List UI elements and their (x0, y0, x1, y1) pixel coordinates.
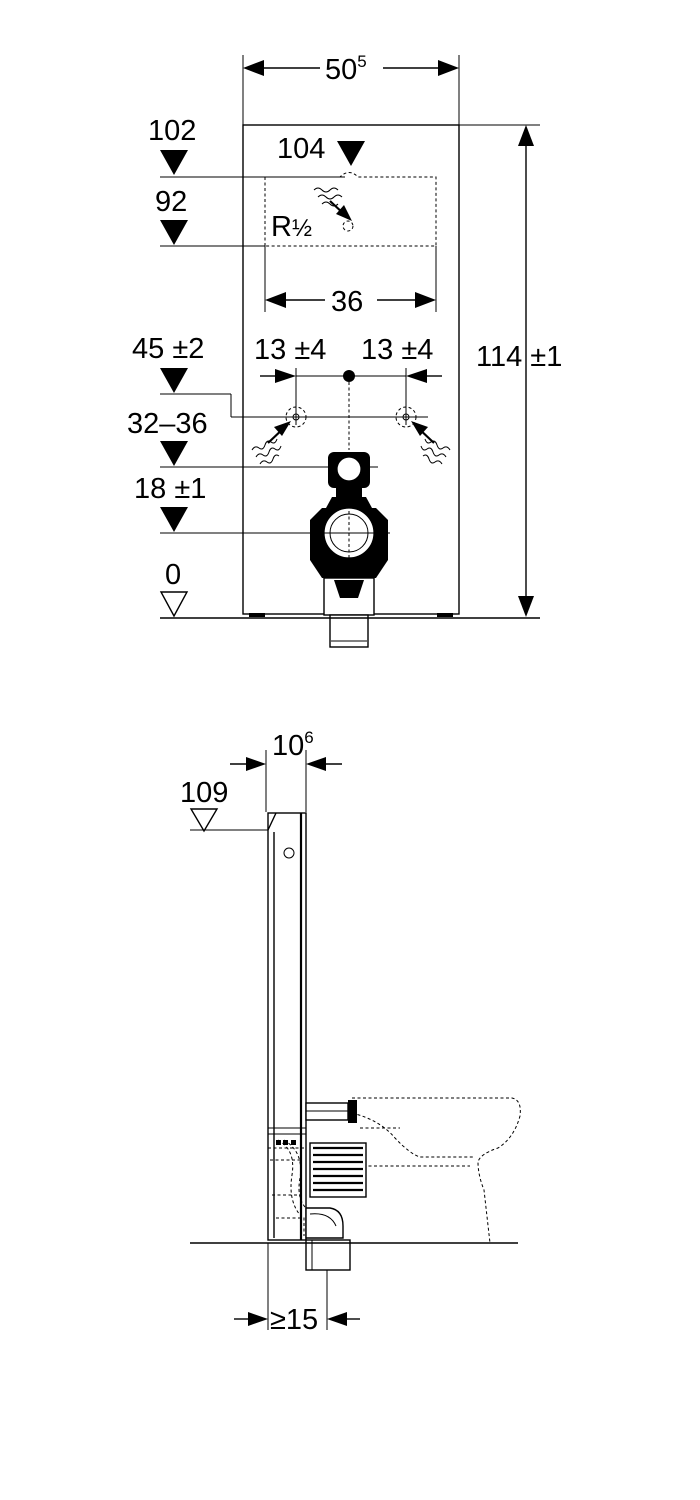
water-wave-icon (424, 438, 451, 451)
water-inlet-area (160, 172, 437, 312)
side-view: 106 109 (180, 728, 521, 1336)
clearance-label: ≥15 (270, 1304, 318, 1336)
level-triangle-icon (160, 150, 188, 175)
level-triangle-icon (159, 591, 189, 618)
valve-icon (395, 406, 417, 428)
height-label: 114 ±1 (476, 341, 562, 373)
level-0-marker: 0 (159, 559, 540, 619)
depth-dimension: 106 (230, 728, 342, 812)
level-triangle-icon (160, 220, 188, 245)
drain-assembly (310, 452, 388, 648)
offset-dimension: 13 ±4 13 ±4 (254, 334, 442, 450)
valve-icon (342, 220, 354, 232)
clearance-dimension: ≥15 (234, 1243, 360, 1336)
arrow-icon (411, 421, 428, 436)
level-triangle-icon (160, 507, 188, 532)
right-inlet-valve (395, 406, 451, 465)
flush-pipe (305, 1100, 357, 1123)
arrow-icon (336, 205, 352, 221)
level-triangle-icon (160, 441, 188, 466)
offset-left-label: 13 ±4 (254, 334, 326, 366)
left-inlet-valve (251, 406, 307, 465)
svg-text:109: 109 (180, 777, 228, 809)
internal-piping (270, 1139, 309, 1236)
svg-text:18 ±1: 18 ±1 (134, 473, 206, 505)
water-wave-icon (313, 187, 339, 193)
side-panel (267, 812, 307, 1241)
panel-foot-right (437, 613, 453, 617)
inner-width-dimension: 36 (265, 286, 436, 318)
inner-width-label: 36 (331, 286, 363, 318)
level-92-marker: 92 (155, 186, 188, 245)
valve-icon (285, 406, 307, 428)
width-label: 505 (325, 52, 367, 86)
drain-connector (309, 1142, 367, 1198)
level-triangle-icon (189, 808, 219, 833)
height-dimension: 114 ±1 (459, 124, 562, 617)
toilet-bowl-outline (351, 1097, 521, 1244)
width-dimension: 505 (242, 52, 460, 125)
water-inlet-symbol: R½ (271, 187, 354, 243)
front-view: 505 114 ±1 102 104 (127, 52, 562, 648)
level-triangle-icon (160, 368, 188, 393)
svg-text:104: 104 (277, 133, 325, 165)
drain-elbow (305, 1207, 351, 1271)
offset-right-label: 13 ±4 (361, 334, 433, 366)
panel-foot-left (249, 613, 265, 617)
level-18-marker: 18 ±1 (134, 473, 390, 534)
depth-label: 106 (272, 728, 314, 762)
svg-text:32–36: 32–36 (127, 408, 208, 440)
level-45-marker: 45 ±2 (132, 333, 428, 418)
center-point-icon (343, 370, 355, 382)
svg-text:45 ±2: 45 ±2 (132, 333, 204, 365)
arrow-icon (274, 421, 291, 436)
level-104-marker: 104 (277, 133, 365, 166)
level-32-36-marker: 32–36 (127, 408, 378, 468)
svg-text:92: 92 (155, 186, 187, 218)
svg-text:0: 0 (165, 559, 181, 591)
level-triangle-icon (337, 141, 365, 166)
flush-button-icon (283, 847, 295, 859)
level-102-marker: 102 (148, 115, 196, 175)
thread-label: R½ (271, 211, 312, 243)
svg-text:102: 102 (148, 115, 196, 147)
level-109-marker: 109 (180, 777, 268, 833)
water-wave-icon (251, 438, 278, 451)
